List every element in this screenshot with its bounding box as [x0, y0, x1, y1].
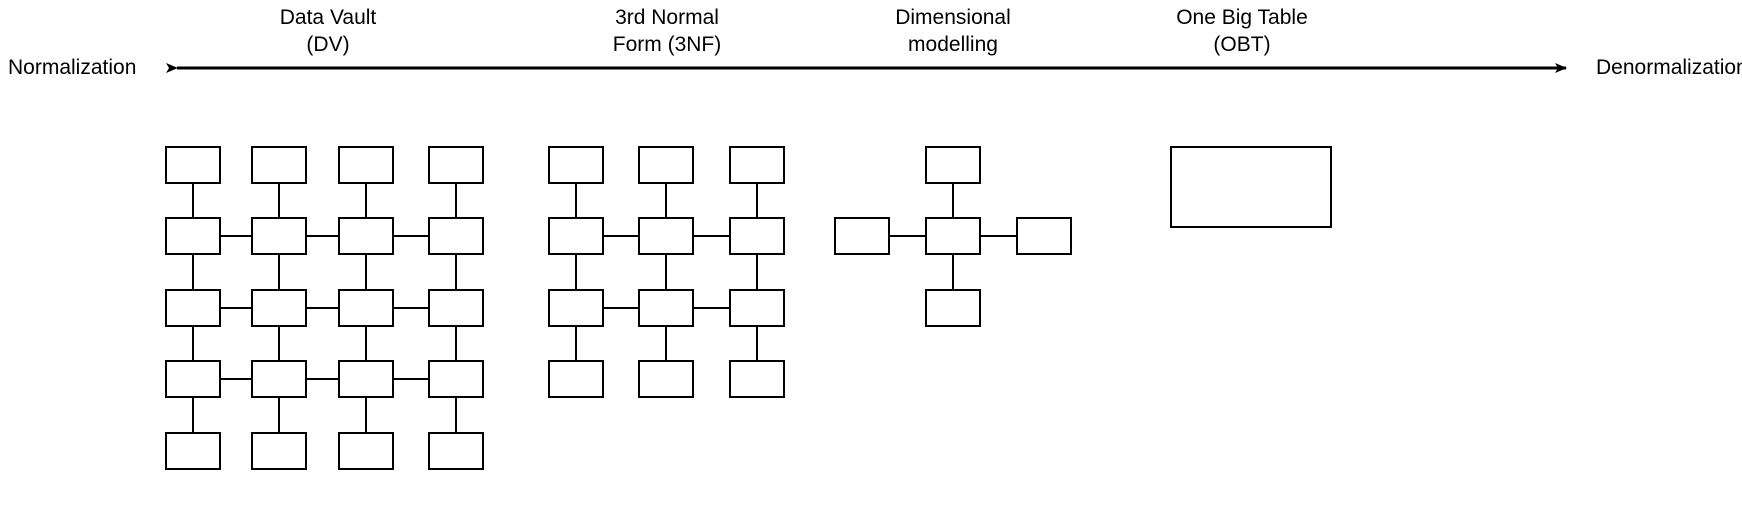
entity-box	[548, 146, 604, 184]
connector-vertical	[278, 327, 280, 360]
dimension-box	[834, 217, 890, 255]
connector-horizontal	[890, 235, 925, 237]
entity-box	[428, 432, 484, 470]
connector-vertical	[575, 327, 577, 360]
connector-vertical	[756, 327, 758, 360]
connector-horizontal	[394, 378, 428, 380]
connector-vertical	[665, 184, 667, 217]
connector-vertical	[365, 184, 367, 217]
entity-box	[165, 289, 221, 327]
entity-box	[165, 432, 221, 470]
entity-box	[729, 289, 785, 327]
entity-box	[165, 217, 221, 255]
entity-box	[338, 360, 394, 398]
connector-vertical	[192, 255, 194, 289]
stage-label-data-vault: Data Vault (DV)	[279, 6, 377, 56]
connector-vertical	[952, 255, 954, 289]
connector-horizontal	[604, 307, 638, 309]
connector-vertical	[278, 255, 280, 289]
entity-box	[428, 217, 484, 255]
connector-horizontal	[221, 307, 251, 309]
entity-box	[338, 217, 394, 255]
entity-box	[251, 432, 307, 470]
entity-box	[251, 217, 307, 255]
stage-label-third-normal-form: 3rd Normal Form (3NF)	[612, 6, 722, 56]
entity-box	[638, 289, 694, 327]
connector-horizontal	[694, 307, 729, 309]
entity-box	[165, 146, 221, 184]
connector-horizontal	[394, 235, 428, 237]
entity-box	[428, 146, 484, 184]
connector-horizontal	[394, 307, 428, 309]
entity-box	[338, 432, 394, 470]
dimension-box	[925, 289, 981, 327]
fact-box	[925, 217, 981, 255]
entity-box	[251, 146, 307, 184]
entity-box	[729, 360, 785, 398]
connector-vertical	[665, 255, 667, 289]
dimension-box	[1016, 217, 1072, 255]
entity-box	[548, 360, 604, 398]
stage-label-one-big-table: One Big Table (OBT)	[1176, 6, 1308, 56]
connector-horizontal	[221, 235, 251, 237]
entity-box	[638, 360, 694, 398]
entity-box	[338, 146, 394, 184]
entity-box	[729, 217, 785, 255]
connector-horizontal	[307, 235, 338, 237]
connector-vertical	[756, 255, 758, 289]
connector-vertical	[365, 255, 367, 289]
connector-vertical	[455, 255, 457, 289]
axis-label-normalization: Normalization	[8, 56, 137, 79]
connector-vertical	[365, 327, 367, 360]
connector-vertical	[192, 398, 194, 432]
entity-box	[338, 289, 394, 327]
connector-horizontal	[307, 378, 338, 380]
connector-horizontal	[604, 235, 638, 237]
connector-horizontal	[981, 235, 1016, 237]
connector-vertical	[455, 398, 457, 432]
entity-box	[251, 360, 307, 398]
connector-horizontal	[307, 307, 338, 309]
axis-label-denormalization: Denormalization	[1596, 56, 1742, 79]
entity-box	[548, 217, 604, 255]
connector-vertical	[952, 184, 954, 217]
one-big-table-box	[1170, 146, 1332, 228]
connector-vertical	[455, 327, 457, 360]
connector-vertical	[575, 255, 577, 289]
connector-vertical	[756, 184, 758, 217]
entity-box	[638, 146, 694, 184]
entity-box	[165, 360, 221, 398]
stage-label-dimensional-modelling: Dimensional modelling	[895, 6, 1011, 56]
entity-box	[638, 217, 694, 255]
dimension-box	[925, 146, 981, 184]
connector-vertical	[455, 184, 457, 217]
connector-vertical	[192, 184, 194, 217]
connector-vertical	[278, 184, 280, 217]
connector-vertical	[365, 398, 367, 432]
connector-horizontal	[694, 235, 729, 237]
connector-horizontal	[221, 378, 251, 380]
entity-box	[428, 289, 484, 327]
connector-vertical	[278, 398, 280, 432]
connector-vertical	[192, 327, 194, 360]
entity-box	[548, 289, 604, 327]
connector-vertical	[665, 327, 667, 360]
entity-box	[251, 289, 307, 327]
entity-box	[428, 360, 484, 398]
connector-vertical	[575, 184, 577, 217]
entity-box	[729, 146, 785, 184]
